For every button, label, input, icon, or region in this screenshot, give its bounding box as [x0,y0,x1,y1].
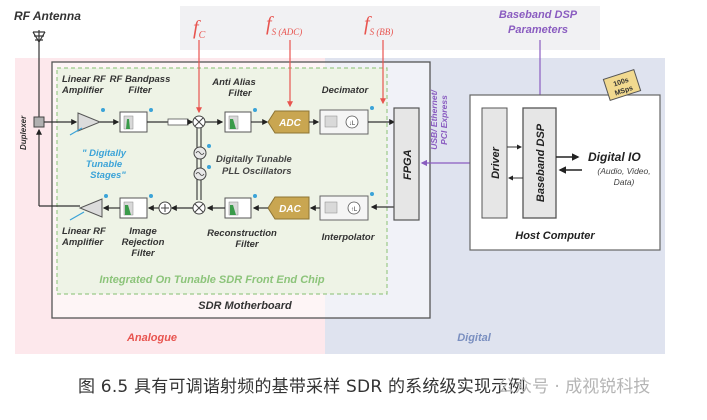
antenna-icon [32,30,46,118]
duplexer-block [33,116,45,128]
image-rejection-label-line3: Filter [131,248,156,259]
interpolator-tune-dot [370,192,374,196]
anti-alias-label-line1: Anti Alias [211,77,255,88]
baseband-dsp-block [522,107,557,219]
digital-io-sub-line1: (Audio, Video, [597,166,650,176]
pll-label-line2: PLL Oscillators [222,166,292,177]
image-rejection-label-line2: Rejection [122,237,165,248]
rx-pll-wave-icon [195,151,205,155]
dac-block [267,196,310,220]
chip-label: Integrated On Tunable SDR Front End Chip [99,274,325,286]
tx-pll-wave-icon [195,172,205,176]
digital-io-label: Digital IO [588,150,641,164]
pll-label-line1: Digitally Tunable [216,154,293,165]
rx-pll-tune-dot [207,144,211,148]
bandpass-response-icon [126,119,130,129]
interpolator-filter-icon [324,201,338,214]
fpga-block [393,107,420,221]
anti-alias-tune-dot [253,108,257,112]
analogue-label: Analogue [126,332,177,344]
link-label-line1: USB/ Ethernet/ [429,89,439,150]
image-rejection-response-icon [125,205,131,215]
rx-amp-tune-dot [101,108,105,112]
tunable-stages-line3: Stages" [90,170,126,181]
reconstruction-label-line1: Reconstruction [207,228,277,239]
rf-bandpass-label-line2: Filter [128,85,153,96]
tx-linear-rf-amplifier [78,198,103,218]
baseband-params-line2: Parameters [508,24,568,36]
figure-caption: 图 6.5 具有可调谐射频的基带采样 SDR 的系统级实现示例 公众号 · 成视… [0,366,707,402]
link-label-line2: PCI Express [439,95,449,145]
image-rejection-label-line1: Image [129,226,157,237]
tx-amp-tunable-icon [69,211,85,221]
rf-bandpass-label-line1: RF Bandpass [110,74,171,85]
caption-text: 图 6.5 具有可调谐射频的基带采样 SDR 的系统级实现示例 [78,377,526,397]
adc-label: ADC [278,118,301,129]
baseband-params-line1: Baseband DSP [499,9,578,21]
rate-tag: 100s MSps [602,68,642,102]
decimator-tune-dot [370,106,374,110]
rx-bus-segment [167,118,189,126]
tx-amp-label-line2: Amplifier [61,237,104,248]
fs-bb-label: fS (BB) [364,13,393,37]
interpolator-upsample-icon [347,201,361,215]
motherboard-label: SDR Motherboard [198,300,292,312]
frequency-input-band [180,6,600,50]
rate-tag-line1: 100s [613,77,630,89]
rx-amp-label-line1: Linear RF [62,74,106,85]
watermark: 公众号 · 成视锐科技 [498,377,651,397]
dac-label: DAC [279,204,301,215]
tunable-stages-line1: " Digitally [82,148,127,159]
host-computer-label: Host Computer [515,230,595,242]
decimator-filter-icon [324,115,338,128]
tx-pll-tune-dot [207,165,211,169]
decimator-symbol: ↓L [349,121,356,127]
duplexer-label: Duplexer [19,115,28,150]
decimator-downsample-icon [345,115,359,129]
rf-antenna-label: RF Antenna [14,9,81,23]
image-rejection-tune-dot [149,194,153,198]
anti-alias-response-icon [230,119,236,129]
tunable-front-end-chip [56,67,388,295]
rx-amp-label-line2: Amplifier [61,85,104,96]
tx-amp-tune-dot [104,194,108,198]
baseband-dsp-label: Baseband DSP [535,123,547,202]
driver-label: Driver [490,146,502,179]
fpga-label: FPGA [402,149,414,180]
tunable-stages-line2: Tunable [86,159,123,170]
fs-adc-label: fS (ADC) [266,13,302,37]
tx-amp-label-line1: Linear RF [62,226,106,237]
driver-block [481,107,508,219]
fc-label: fC [193,17,206,41]
interpolator-label: Interpolator [322,232,376,243]
bandpass-tune-dot [149,108,153,112]
digital-label: Digital [457,332,492,344]
tx-mixer-x-icon [194,203,204,213]
rx-mixer-x-icon [194,117,204,127]
reconstruction-tune-dot [253,194,257,198]
adc-block [267,110,310,134]
tx-summer-plus-icon [161,204,169,212]
rx-linear-rf-amplifier [77,112,102,132]
digital-io-sub-line2: Data) [614,177,635,187]
rx-amp-tunable-icon [69,127,83,136]
anti-alias-label-line2: Filter [228,88,253,99]
reconstruction-response-icon [230,205,236,215]
reconstruction-label-line2: Filter [235,239,260,250]
decimator-label: Decimator [322,85,370,96]
interpolator-symbol: ↑L [351,207,358,213]
